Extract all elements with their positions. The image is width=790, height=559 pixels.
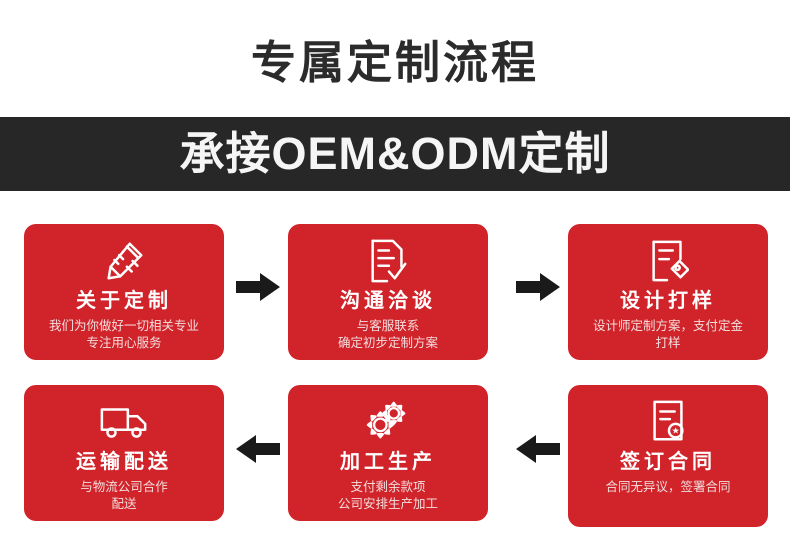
flow-step-desc-line: 配送 xyxy=(111,497,137,511)
document-check-icon xyxy=(288,236,488,286)
flow-step-desc-6: 与物流公司合作 配送 xyxy=(24,479,224,513)
flow-step-title-1: 关于定制 xyxy=(76,290,172,312)
banner-title: 承接OEM&ODM定制 xyxy=(179,128,611,179)
flow-step-desc-line: 支付剩余款项 xyxy=(350,480,426,494)
pencil-ruler-icon xyxy=(24,236,224,286)
flow-step-title-2: 沟通洽谈 xyxy=(340,290,436,312)
flow-step-desc-5: 支付剩余款项 公司安排生产加工 xyxy=(288,479,488,513)
flow-step-desc-line: 设计师定制方案，支付定金 xyxy=(592,319,743,333)
flow-step-desc-line: 确定初步定制方案 xyxy=(337,336,438,350)
flow-step-card-1[interactable]: 关于定制 我们为你做好一切相关专业 专注用心服务 xyxy=(24,224,224,360)
page-title: 专属定制流程 xyxy=(250,37,539,88)
document-tag-icon xyxy=(568,236,768,286)
flow-step-desc-line: 合同无异议，签署合同 xyxy=(605,480,731,494)
banner-bar: 承接OEM&ODM定制 xyxy=(0,117,790,191)
delivery-truck-icon xyxy=(24,397,224,447)
flow-step-desc-line: 我们为你做好一切相关专业 xyxy=(48,319,199,333)
arrow-step4-to-step5 xyxy=(516,434,560,464)
flow-step-desc-line: 专注用心服务 xyxy=(86,336,162,350)
contract-seal-icon xyxy=(568,397,768,447)
flow-step-title-4: 签订合同 xyxy=(620,451,716,473)
arrow-step1-to-step2 xyxy=(236,272,280,302)
flow-step-desc-line: 与物流公司合作 xyxy=(80,480,168,494)
flow-step-title-5: 加工生产 xyxy=(340,451,436,473)
flow-step-desc-line: 公司安排生产加工 xyxy=(337,497,438,511)
flow-step-desc-1: 我们为你做好一切相关专业 专注用心服务 xyxy=(24,318,224,352)
flow-step-card-3[interactable]: 设计打样 设计师定制方案，支付定金 打样 xyxy=(568,224,768,360)
flow-step-desc-4: 合同无异议，签署合同 xyxy=(568,479,768,496)
arrow-step5-to-step6 xyxy=(236,434,280,464)
flow-step-desc-2: 与客服联系 确定初步定制方案 xyxy=(288,318,488,352)
flow-step-desc-line: 打样 xyxy=(655,336,681,350)
flow-step-title-6: 运输配送 xyxy=(76,451,172,473)
flow-step-card-6[interactable]: 运输配送 与物流公司合作 配送 xyxy=(24,385,224,521)
gears-icon xyxy=(288,397,488,447)
process-flow-diagram: 关于定制 我们为你做好一切相关专业 专注用心服务 沟通洽谈 与客服联系 确定初步… xyxy=(0,224,790,527)
flow-step-card-5[interactable]: 加工生产 支付剩余款项 公司安排生产加工 xyxy=(288,385,488,521)
flow-step-card-2[interactable]: 沟通洽谈 与客服联系 确定初步定制方案 xyxy=(288,224,488,360)
arrow-step2-to-step3 xyxy=(516,272,560,302)
flow-step-card-4[interactable]: 签订合同 合同无异议，签署合同 xyxy=(568,385,768,527)
flow-step-desc-3: 设计师定制方案，支付定金 打样 xyxy=(568,318,768,352)
flow-step-title-3: 设计打样 xyxy=(620,290,716,312)
flow-step-desc-line: 与客服联系 xyxy=(356,319,420,333)
